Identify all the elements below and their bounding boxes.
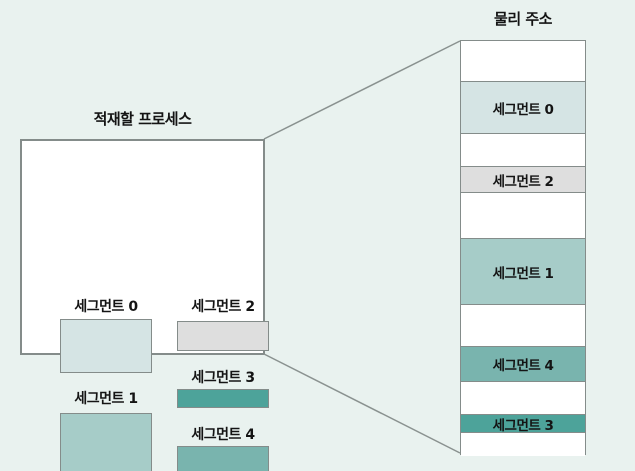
physical-memory-column: 세그먼트 0 세그먼트 2 세그먼트 1 세그먼트 4 세그먼트 3: [460, 40, 586, 456]
memory-panel-title: 물리 주소: [494, 10, 552, 28]
memory-block-세그먼트-0: 세그먼트 0: [461, 81, 585, 133]
memory-block-empty: [461, 41, 585, 81]
segment-4-block: [177, 446, 269, 471]
process-box: 세그먼트 0 세그먼트 1 세그먼트 2 세그먼트 3 세그먼트 4: [20, 139, 269, 471]
process-panel-title: 적재할 프로세스: [93, 110, 192, 128]
segment-3-block: [177, 389, 269, 408]
top-projection-line: [263, 40, 461, 140]
bottom-projection-line: [263, 353, 461, 454]
segment-2-block: [177, 321, 269, 351]
memory-block-세그먼트-3: 세그먼트 3: [461, 414, 585, 434]
memory-block-empty: [461, 304, 585, 346]
segment-1-block: [60, 413, 152, 471]
segment-2-label: 세그먼트 2: [191, 299, 255, 315]
memory-block-세그먼트-2: 세그먼트 2: [461, 166, 585, 192]
segment-4-label: 세그먼트 4: [191, 427, 255, 443]
memory-block-empty: [461, 432, 585, 456]
memory-block-세그먼트-1: 세그먼트 1: [461, 238, 585, 304]
memory-block-empty: [461, 381, 585, 414]
segment-0-block: [60, 319, 152, 373]
segment-3-label: 세그먼트 3: [191, 370, 255, 386]
memory-block-세그먼트-4: 세그먼트 4: [461, 346, 585, 381]
memory-block-empty: [461, 192, 585, 238]
segment-0-label: 세그먼트 0: [74, 299, 138, 315]
memory-block-empty: [461, 133, 585, 166]
segment-1-label: 세그먼트 1: [74, 391, 138, 407]
